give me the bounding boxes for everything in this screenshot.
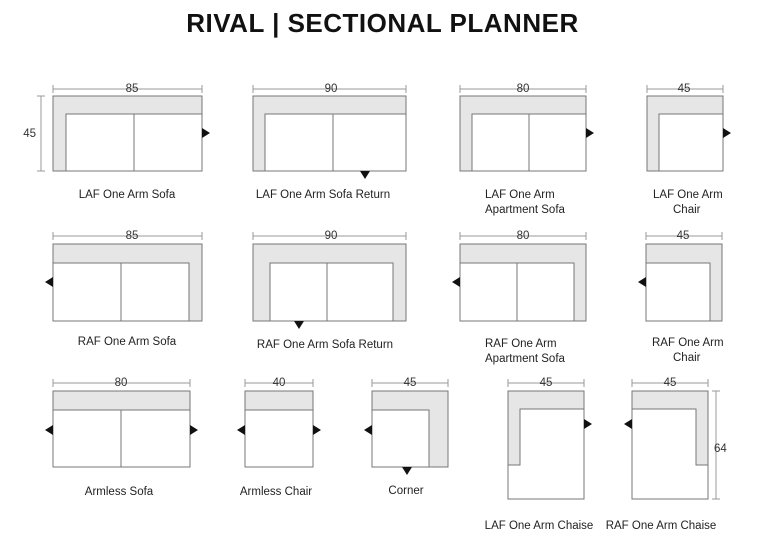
width-dimension: 80: [459, 83, 587, 95]
width-value: 90: [325, 230, 338, 242]
piece-label: Armless Sofa: [85, 486, 154, 498]
depth-dimension: 45: [23, 95, 45, 172]
page-title: RIVAL | SECTIONAL PLANNER: [186, 8, 579, 38]
piece-raf-one-arm-chair: 45 RAF One Arm Chair: [638, 230, 724, 364]
width-value: 85: [126, 230, 139, 242]
width-dimension: 80: [52, 377, 191, 389]
width-value: 45: [664, 377, 677, 389]
down-connect-arrow-icon: [402, 467, 412, 475]
down-connect-arrow-icon: [360, 171, 370, 179]
piece-label-line2: Chair: [673, 204, 701, 216]
piece-label: Armless Chair: [240, 486, 312, 498]
piece-label-line2: Apartment Sofa: [485, 353, 566, 365]
seat-area: [264, 113, 407, 172]
right-connect-arrow-icon: [584, 419, 592, 429]
right-connect-arrow-icon: [313, 425, 321, 435]
width-value: 45: [404, 377, 417, 389]
piece-raf-one-arm-chaise: 45 64 RAF One Arm Chaise: [606, 377, 728, 532]
width-value: 80: [517, 230, 530, 242]
width-dimension: 45: [507, 377, 585, 389]
right-connect-arrow-icon: [586, 128, 594, 138]
width-dimension: 45: [631, 377, 709, 389]
width-dimension: 90: [252, 83, 407, 95]
depth-value: 45: [23, 128, 36, 140]
width-value: 45: [677, 230, 690, 242]
left-connect-arrow-icon: [237, 425, 245, 435]
frame: [507, 390, 585, 466]
piece-raf-one-arm-apartment-sofa: 80 RAF One Arm Apartment Sofa: [452, 230, 587, 365]
left-connect-arrow-icon: [45, 277, 53, 287]
down-connect-arrow-icon: [294, 321, 304, 329]
piece-corner: 45 Corner: [364, 377, 449, 497]
left-connect-arrow-icon: [624, 419, 632, 429]
piece-label-line2: Chair: [673, 352, 701, 364]
width-dimension: 85: [52, 83, 203, 95]
seat-area: [371, 409, 430, 468]
piece-label: Corner: [388, 485, 423, 497]
piece-armless-sofa: 80 Armless Sofa: [45, 377, 198, 498]
chaise-outline: [507, 390, 585, 500]
piece-label-line1: LAF One Arm: [485, 189, 555, 201]
width-value: 85: [126, 83, 139, 95]
piece-label-line2: Apartment Sofa: [485, 204, 566, 216]
seat-area: [269, 262, 394, 322]
right-connect-arrow-icon: [723, 128, 731, 138]
width-dimension: 40: [244, 377, 314, 389]
piece-label: LAF One Arm Chaise: [485, 520, 594, 532]
piece-laf-one-arm-sofa: 85 45 LAF One Arm Sofa: [23, 83, 210, 201]
piece-label: RAF One Arm Sofa Return: [257, 339, 393, 351]
piece-label-line1: RAF One Arm: [485, 338, 557, 350]
piece-raf-one-arm-sofa-return: 90 RAF One Arm Sofa Return: [252, 230, 407, 351]
width-value: 45: [540, 377, 553, 389]
piece-laf-one-arm-chair: 45 LAF One Arm Chair: [646, 83, 731, 216]
width-value: 45: [678, 83, 691, 95]
seat-area: [658, 113, 724, 172]
width-value: 80: [115, 377, 128, 389]
piece-laf-one-arm-apartment-sofa: 80 LAF One Arm Apartment Sofa: [459, 83, 594, 216]
piece-raf-one-arm-sofa: 85 RAF One Arm Sofa: [45, 230, 203, 348]
width-dimension: 80: [459, 230, 587, 242]
seat-area: [244, 409, 314, 468]
width-value: 90: [325, 83, 338, 95]
frame: [631, 390, 709, 466]
width-value: 40: [273, 377, 286, 389]
chaise-outline: [631, 390, 709, 500]
piece-label-line1: LAF One Arm: [653, 189, 723, 201]
left-connect-arrow-icon: [364, 425, 372, 435]
width-dimension: 45: [371, 377, 449, 389]
left-connect-arrow-icon: [45, 425, 53, 435]
right-connect-arrow-icon: [202, 128, 210, 138]
depth-dimension: 64: [712, 390, 727, 500]
seat-area: [645, 262, 711, 322]
depth-value: 64: [714, 443, 727, 455]
width-dimension: 45: [646, 83, 724, 95]
piece-label: RAF One Arm Sofa: [78, 336, 177, 348]
piece-label: LAF One Arm Sofa Return: [256, 189, 390, 201]
piece-laf-one-arm-chaise: 45 LAF One Arm Chaise: [485, 377, 594, 532]
width-dimension: 45: [645, 230, 723, 242]
piece-label: RAF One Arm Chaise: [606, 520, 717, 532]
right-connect-arrow-icon: [190, 425, 198, 435]
left-connect-arrow-icon: [638, 277, 646, 287]
piece-laf-one-arm-sofa-return: 90 LAF One Arm Sofa Return: [252, 83, 407, 201]
piece-armless-chair: 40 Armless Chair: [237, 377, 321, 498]
width-dimension: 90: [252, 230, 407, 242]
width-value: 80: [517, 83, 530, 95]
piece-label-line1: RAF One Arm: [652, 337, 724, 349]
piece-label: LAF One Arm Sofa: [79, 189, 176, 201]
left-connect-arrow-icon: [452, 277, 460, 287]
width-dimension: 85: [52, 230, 203, 242]
